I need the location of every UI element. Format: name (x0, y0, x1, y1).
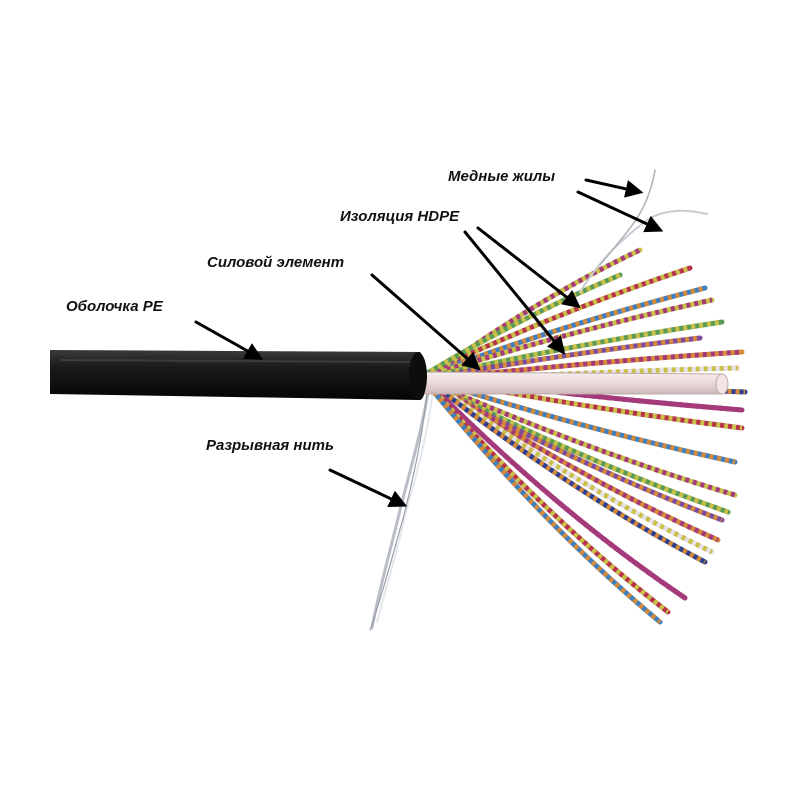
copper-wires (579, 169, 708, 293)
wire-pair (421, 372, 721, 543)
wire-pair-twist (422, 378, 662, 624)
arrow-hdpe-1 (476, 226, 581, 309)
arrow-ripcord (328, 468, 408, 507)
cable-jacket (50, 350, 427, 400)
label-rip-cord: Разрывная нить (206, 437, 334, 454)
label-strength-member: Силовой элемент (207, 254, 345, 271)
wire-pair-twist (422, 377, 729, 515)
label-hdpe-insulation: Изоляция HDPE (340, 208, 460, 225)
rip-cord (369, 376, 435, 631)
label-pe-sheath: Оболочка PE (66, 298, 163, 315)
wire-pair-twist (423, 297, 713, 380)
arrow-copper-1 (584, 178, 644, 198)
annotation-arrows (194, 178, 664, 507)
wire-pair-twist (422, 376, 736, 498)
arrow-sheath (194, 320, 264, 360)
wire-pair-twist (422, 272, 621, 378)
copper-pairs-bundle (421, 247, 748, 625)
wire-pair-twist (423, 319, 723, 381)
wire-pair-twist (423, 285, 706, 379)
arrow-hdpe-2 (463, 230, 566, 355)
wire-pair-twist (422, 376, 687, 601)
arrow-copper-2 (576, 190, 664, 233)
strength-member (419, 371, 729, 395)
wire-pair-twist (422, 265, 691, 378)
arrow-strength (370, 273, 481, 371)
wire-pair (421, 374, 708, 565)
label-copper-wires: Медные жилы (448, 168, 556, 185)
